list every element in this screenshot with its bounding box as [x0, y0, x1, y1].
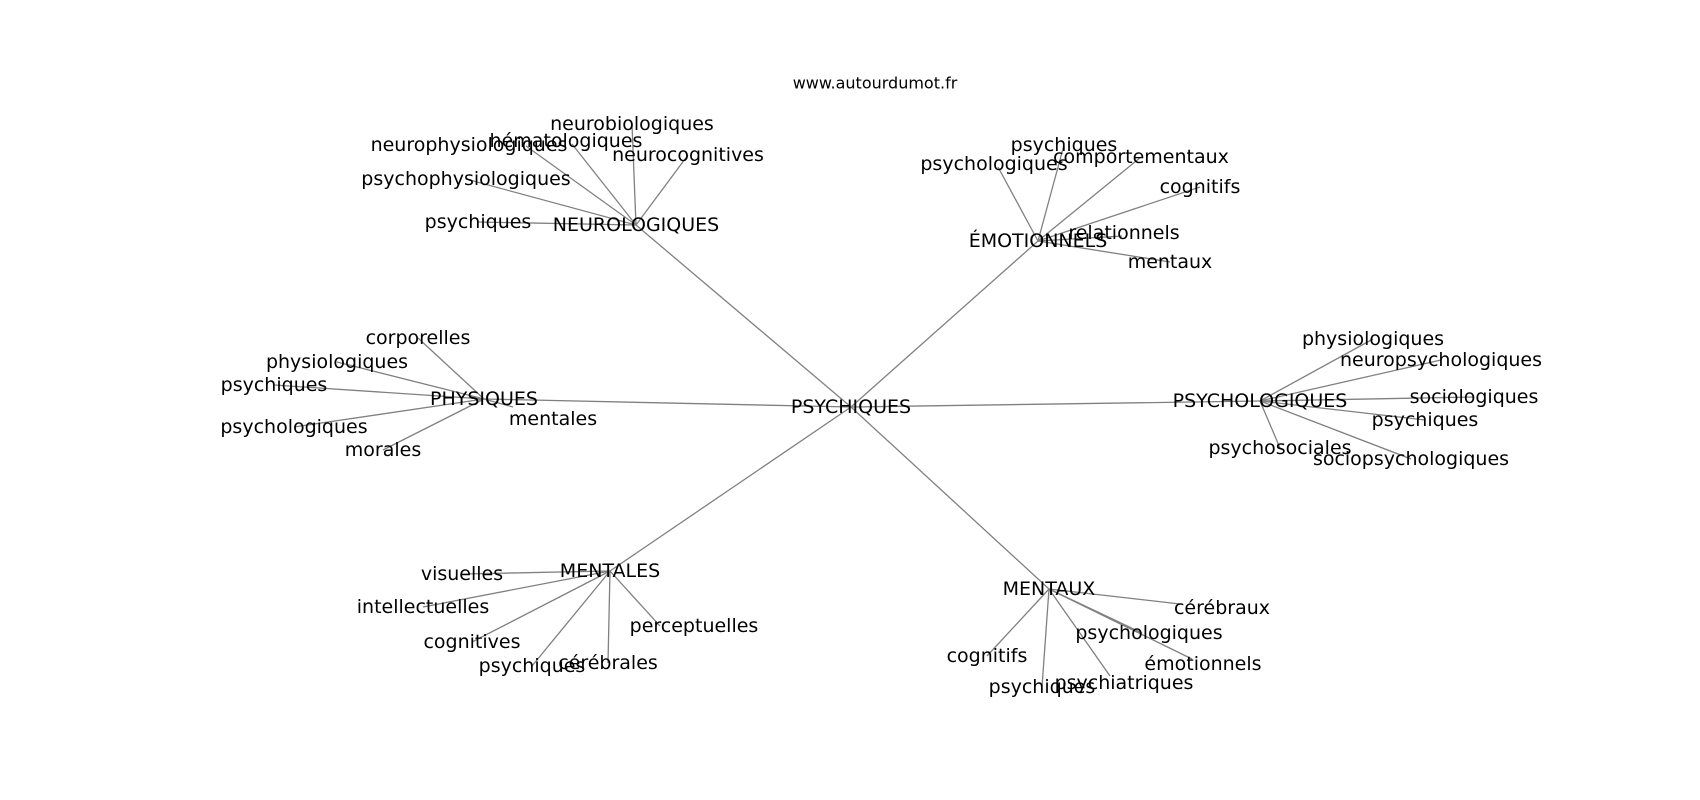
group-node-label: MENTAUX	[1003, 578, 1096, 600]
leaf-node-label: mentaux	[1128, 251, 1213, 273]
edge-group-to-leaf	[1037, 240, 1171, 263]
edge-group-to-leaf	[571, 143, 637, 226]
edge-group-to-leaf	[477, 221, 637, 226]
edge-center-to-group	[483, 398, 852, 408]
edge-group-to-leaf	[273, 384, 485, 400]
edge-center-to-group	[609, 406, 852, 572]
edge-group-to-leaf	[997, 166, 1039, 242]
edge-group-to-leaf	[986, 588, 1050, 657]
edge-group-to-leaf	[631, 123, 637, 226]
edge-group-to-leaf	[1041, 588, 1050, 688]
edge-group-to-leaf	[417, 337, 485, 400]
leaf-node-label: physiologiques	[266, 351, 408, 373]
leaf-node-label: psychologiques	[1075, 622, 1222, 644]
leaf-node-label: psychiques	[221, 374, 328, 396]
edge-group-to-leaf	[461, 570, 611, 575]
leaf-node-label: neurophysiologiques	[371, 134, 568, 156]
edge-group-to-leaf	[1259, 396, 1475, 402]
edge-group-to-leaf	[382, 398, 485, 451]
edge-group-to-leaf	[1037, 156, 1142, 242]
edge-group-to-leaf	[1259, 359, 1442, 402]
group-node-label: MENTALES	[560, 560, 660, 582]
edge-group-to-leaf	[465, 178, 637, 226]
leaf-node-label: psychologiques	[920, 153, 1067, 175]
edge-group-to-leaf	[422, 570, 611, 608]
edge-group-to-leaf	[1259, 400, 1412, 460]
edge-center-to-group	[635, 224, 852, 408]
leaf-node-label: sociologiques	[1410, 386, 1539, 408]
edge-group-to-leaf	[1037, 186, 1201, 242]
edge-group-to-leaf	[1259, 400, 1426, 421]
leaf-node-label: visuelles	[421, 563, 503, 585]
leaf-node-label: psychiques	[479, 655, 586, 677]
leaf-node-label: psychiatriques	[1055, 672, 1194, 694]
edge-group-to-leaf	[293, 398, 485, 428]
leaf-node-label: sociopsychologiques	[1313, 448, 1509, 470]
leaf-node-label: psychiques	[425, 211, 532, 233]
leaf-node-label: psychosociales	[1208, 437, 1351, 459]
group-node-label: PSYCHOLOGIQUES	[1173, 390, 1348, 412]
group-node-label: PHYSIQUES	[430, 388, 538, 410]
leaf-node-label: physiologiques	[1302, 328, 1444, 350]
edge-group-to-leaf	[336, 361, 485, 400]
edge-group-to-leaf	[1048, 588, 1181, 605]
leaf-node-label: psychophysiologiques	[361, 168, 570, 190]
leaf-node-label: cognitifs	[947, 645, 1028, 667]
edge-center-to-group	[850, 400, 1261, 408]
leaf-node-label: psychiques	[1011, 134, 1118, 156]
leaf-node-label: comportementaux	[1053, 146, 1229, 168]
leaf-node-label: perceptuelles	[630, 615, 759, 637]
site-watermark: www.autourdumot.fr	[793, 74, 958, 93]
edge-group-to-leaf	[1048, 588, 1193, 660]
leaf-node-label: neurobiologiques	[550, 113, 714, 135]
edge-group-to-leaf	[525, 145, 637, 226]
leaf-node-label: cérébrales	[558, 652, 658, 674]
edge-group-to-leaf	[1259, 338, 1374, 402]
edge-group-to-leaf	[471, 570, 611, 643]
edges-layer	[273, 123, 1475, 688]
edge-group-to-leaf	[635, 154, 689, 226]
edge-group-to-leaf	[1259, 400, 1281, 449]
edge-group-to-leaf	[607, 570, 611, 664]
leaf-node-label: intellectuelles	[357, 596, 489, 618]
group-node-label: NEUROLOGIQUES	[553, 214, 719, 236]
leaf-node-label: émotionnels	[1144, 653, 1261, 675]
leaf-node-label: cognitives	[423, 631, 520, 653]
leaf-node-label: psychologiques	[220, 416, 367, 438]
leaf-node-label: cérébraux	[1174, 597, 1270, 619]
leaf-node-label: neuropsychologiques	[1340, 349, 1542, 371]
leaf-node-label: mentales	[509, 408, 597, 430]
edge-group-to-leaf	[531, 570, 611, 667]
edge-group-to-leaf	[1037, 235, 1123, 242]
edge-group-to-leaf	[483, 398, 514, 408]
leaf-node-label: corporelles	[366, 327, 471, 349]
leaf-node-label: cognitifs	[1160, 176, 1241, 198]
leaf-node-label: morales	[345, 439, 421, 461]
leaf-node-label: hématologiques	[490, 130, 643, 152]
leaf-node-label: psychiques	[989, 676, 1096, 698]
edge-center-to-group	[850, 406, 1050, 590]
edge-group-to-leaf	[1048, 588, 1111, 677]
leaf-node-label: neurocognitives	[612, 144, 764, 166]
center-node-label: PSYCHIQUES	[791, 396, 911, 418]
leaf-node-label: psychiques	[1372, 409, 1479, 431]
leaf-node-label: relationnels	[1068, 222, 1179, 244]
edge-group-to-leaf	[1037, 144, 1065, 242]
edge-center-to-group	[850, 240, 1039, 408]
labels-layer: PSYCHIQUES neurobiologiqueshématologiques…	[220, 113, 1542, 698]
edge-group-to-leaf	[609, 570, 661, 627]
group-node-label: ÉMOTIONNELS	[969, 229, 1108, 252]
